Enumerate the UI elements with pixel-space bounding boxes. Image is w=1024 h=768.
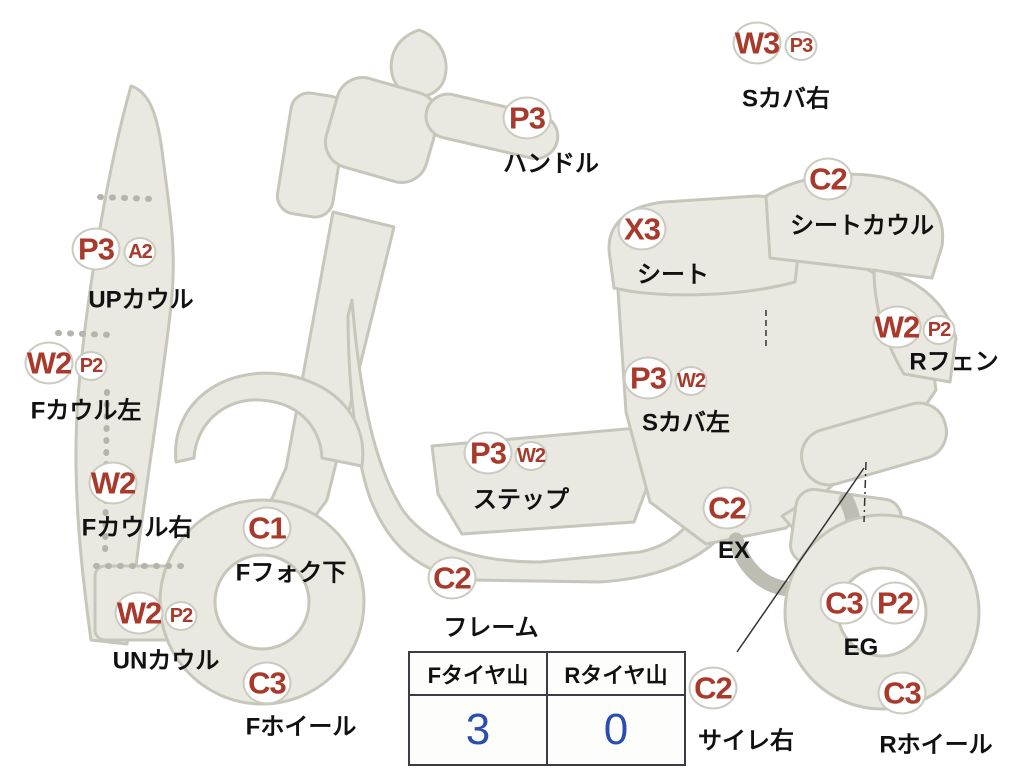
f-cowl-left-code-w2: W2 <box>24 341 74 385</box>
silencer-shape <box>800 401 948 487</box>
frame-label: フレーム <box>443 614 539 642</box>
frame-code-c2: C2 <box>427 556 477 600</box>
front-wheel-hub-shape <box>213 553 311 651</box>
engine-label: EG <box>843 634 879 661</box>
tire-table-value-1: 0 <box>546 694 686 766</box>
tire-table-header-1: Rタイヤ山 <box>546 651 686 696</box>
handlebar-label: ハンドル <box>503 150 599 178</box>
up-cowl-code-a2: A2 <box>123 237 157 267</box>
front-fender-shape <box>174 371 365 468</box>
un-cowl-code-w2: W2 <box>114 591 164 635</box>
seat-code-x3: X3 <box>617 207 667 251</box>
silencer-right-label: サイレ右 <box>698 727 794 755</box>
f-cowl-right-code-w2: W2 <box>88 461 138 505</box>
seat-cowl-label: シートカウル <box>790 212 934 240</box>
step-code-w2: W2 <box>514 441 548 471</box>
r-wheel-code-c3: C3 <box>877 671 927 715</box>
step-label: ステップ <box>473 486 569 514</box>
r-fender-label: Rフェン <box>909 348 999 376</box>
s-cover-right-label: Sカバ右 <box>741 85 831 113</box>
seat-cowl-code-c2: C2 <box>803 157 853 201</box>
f-cowl-left-label: Fカウル左 <box>30 397 142 425</box>
r-wheel-label: Rホイール <box>879 731 993 759</box>
front-cowl-shape <box>74 84 175 646</box>
f-fork-lower-code-c1: C1 <box>242 506 292 550</box>
f-wheel-label: Fホイール <box>245 713 357 741</box>
un-cowl-code-p2: P2 <box>164 601 198 631</box>
s-cover-right-code-p3: P3 <box>784 31 818 61</box>
tire-table-header-0: Fタイヤ山 <box>408 651 548 696</box>
handle-cover-shape <box>323 76 441 184</box>
step-code-p3: P3 <box>463 431 513 475</box>
r-fender-code-p2: P2 <box>922 315 956 345</box>
reference-lines <box>736 310 867 653</box>
s-cover-left-code-w2: W2 <box>674 366 708 396</box>
up-cowl-code-p3: P3 <box>71 227 121 271</box>
seat-label: シート <box>637 261 709 289</box>
f-fork-lower-label: Fフォク下 <box>235 559 347 587</box>
f-wheel-code-c3: C3 <box>242 661 292 705</box>
s-cover-left-label: Sカバ左 <box>641 409 731 437</box>
handlebar-shape <box>424 92 560 160</box>
exhaust-code-c2: C2 <box>702 486 752 530</box>
engine-code-c3: C3 <box>819 581 869 625</box>
silencer-right-code-c2: C2 <box>688 666 738 710</box>
engine-code-p2: P2 <box>870 581 920 625</box>
r-fender-code-w2: W2 <box>872 305 922 349</box>
exhaust-label: EX <box>717 537 751 564</box>
f-cowl-right-label: Fカウル右 <box>81 514 193 542</box>
s-cover-right-code-w3: W3 <box>732 21 782 65</box>
f-cowl-left-code-p2: P2 <box>74 351 108 381</box>
tire-table-value-0: 3 <box>408 694 548 766</box>
un-cowl-label: UNカウル <box>112 647 220 675</box>
handlebar-code-p3: P3 <box>502 96 552 140</box>
s-cover-left-code-p3: P3 <box>623 356 673 400</box>
up-cowl-label: UPカウル <box>88 286 194 314</box>
